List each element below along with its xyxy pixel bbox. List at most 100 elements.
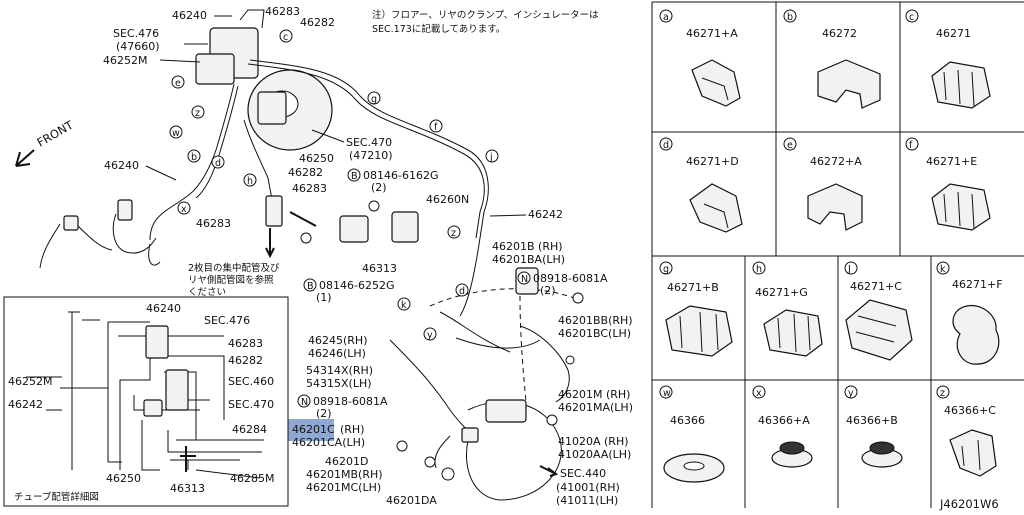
grid-letter-z: z bbox=[940, 388, 945, 399]
label-sec476: SEC.476 bbox=[113, 27, 159, 40]
grid-cell-k[interactable]: k 46271+F bbox=[936, 261, 1003, 365]
grid-cell-z[interactable]: z 46366+C bbox=[936, 385, 997, 477]
callout-b: b bbox=[191, 152, 197, 163]
detail-label-46250: 46250 bbox=[106, 472, 141, 485]
grid-cell-J[interactable]: J 46271+C bbox=[844, 261, 913, 361]
label-46201BC: 46201BC(LH) bbox=[558, 327, 631, 340]
callout-j: j bbox=[489, 152, 493, 163]
grid-cell-b[interactable]: b 46272 bbox=[783, 9, 881, 109]
detail-label-sec460: SEC.460 bbox=[228, 375, 274, 388]
label-41020A: 41020A (RH) bbox=[558, 435, 629, 448]
label-41020AA: 41020AA(LH) bbox=[558, 448, 631, 461]
grid-letter-g: g bbox=[663, 264, 669, 275]
label-bolt2: 08146-6252G bbox=[319, 279, 394, 292]
label-46201MA: 46201MA(LH) bbox=[558, 401, 633, 414]
label-41011: (41011(LH) bbox=[556, 494, 618, 507]
detail-label-46252M: 46252M bbox=[8, 375, 52, 388]
grid-part-g: 46271+B bbox=[667, 281, 719, 294]
grid-cell-g[interactable]: g 46271+B bbox=[659, 261, 733, 357]
grid-cell-h[interactable]: h 46271+G bbox=[752, 261, 823, 357]
detail-title: チューブ配管詳細図 bbox=[14, 491, 99, 503]
label-46283-low: 46283 bbox=[196, 217, 231, 230]
grid-cell-x[interactable]: x 46366+A bbox=[752, 385, 813, 468]
label-46201MC: 46201MC(LH) bbox=[306, 481, 381, 494]
label-46240-top: 46240 bbox=[172, 9, 207, 22]
callout-z: z bbox=[195, 108, 200, 119]
label-46201B: 46201B (RH) bbox=[492, 240, 563, 253]
diagram-code: J46201W6 bbox=[939, 497, 999, 511]
label-46283-mid: 46283 bbox=[292, 182, 327, 195]
callout-x: x bbox=[181, 204, 187, 215]
grid-part-w: 46366 bbox=[670, 414, 705, 427]
label-bolt1-qty: (2) bbox=[371, 181, 387, 194]
label-46201DA: 46201DA bbox=[386, 494, 437, 507]
detail-label-46284: 46284 bbox=[232, 423, 267, 436]
grid-part-d: 46271+D bbox=[686, 155, 739, 168]
grid-letter-k: k bbox=[940, 264, 946, 275]
grid-cell-e[interactable]: e 46272+A bbox=[783, 137, 863, 231]
grid-letter-x: x bbox=[756, 388, 762, 399]
callout-y: y bbox=[427, 330, 433, 341]
grid-cell-f[interactable]: f 46271+E bbox=[905, 137, 991, 231]
label-46242: 46242 bbox=[528, 208, 563, 221]
label-46245: 46245(RH) bbox=[308, 334, 368, 347]
callout-w: w bbox=[172, 128, 180, 139]
note-line-1: 注）フロアー、リヤのクランプ、インシュレーターは bbox=[372, 9, 599, 21]
grid-letter-b: b bbox=[787, 12, 793, 23]
label-46201BB: 46201BB(RH) bbox=[558, 314, 633, 327]
grid-letter-w: w bbox=[663, 388, 671, 399]
detail-label-46240: 46240 bbox=[146, 302, 181, 315]
booster-assembly bbox=[195, 9, 333, 151]
grid-part-f: 46271+E bbox=[926, 155, 977, 168]
label-46240-left: 46240 bbox=[104, 159, 139, 172]
main-labels: 46240 46283 46282 SEC.476 (47660) 46252M… bbox=[103, 5, 633, 507]
jp-note-2: リヤ側配管図を参照 bbox=[188, 274, 274, 286]
grid-part-J: 46271+C bbox=[850, 280, 902, 293]
grid-letter-d: d bbox=[663, 140, 669, 151]
label-46201BA: 46201BA(LH) bbox=[492, 253, 565, 266]
bolt2-marker: B bbox=[307, 281, 314, 292]
label-46246: 46246(LH) bbox=[308, 347, 366, 360]
grid-part-a: 46271+A bbox=[686, 27, 738, 40]
grid-cell-y[interactable]: y 46366+B bbox=[844, 385, 903, 468]
callout-e: e bbox=[175, 78, 181, 89]
grid-cell-w[interactable]: w 46366 bbox=[659, 385, 725, 483]
callout-f: f bbox=[434, 122, 438, 133]
label-nut2-qty: (2) bbox=[316, 407, 332, 420]
grid-part-x: 46366+A bbox=[758, 414, 810, 427]
grid-cell-a[interactable]: a 46271+A bbox=[659, 9, 741, 107]
front-arrow: FRONT bbox=[15, 117, 76, 167]
label-46201C-rh: (RH) bbox=[340, 423, 365, 436]
callout-z2: z bbox=[451, 228, 456, 239]
label-46313: 46313 bbox=[362, 262, 397, 275]
label-nut1-qty: (2) bbox=[540, 284, 556, 297]
label-46282-mid: 46282 bbox=[288, 166, 323, 179]
bolt1-marker: B bbox=[351, 171, 358, 182]
label-47660: (47660) bbox=[116, 40, 160, 53]
grid-letter-J: J bbox=[847, 264, 851, 275]
grid-part-z: 46366+C bbox=[944, 404, 996, 417]
detail-label-46285M: 46285M bbox=[230, 472, 274, 485]
detail-label-46242: 46242 bbox=[8, 398, 43, 411]
grid-part-k: 46271+F bbox=[952, 278, 1003, 291]
label-41001: (41001(RH) bbox=[556, 481, 620, 494]
grid-letter-y: y bbox=[848, 388, 854, 399]
nut2-marker: N bbox=[301, 397, 308, 408]
label-46201MB: 46201MB(RH) bbox=[306, 468, 383, 481]
label-sec470: SEC.470 bbox=[346, 136, 392, 149]
label-46201C[interactable]: 46201C bbox=[292, 423, 335, 436]
note-line-2: SEC.173に記載してあります。 bbox=[372, 23, 505, 35]
label-bolt2-qty: (1) bbox=[316, 291, 332, 304]
label-sec440: SEC.440 bbox=[560, 467, 606, 480]
detail-label-sec470: SEC.470 bbox=[228, 398, 274, 411]
grid-part-e: 46272+A bbox=[810, 155, 862, 168]
highlight-46201C bbox=[286, 419, 334, 441]
brackets bbox=[63, 195, 584, 481]
grid-cell-d[interactable]: d 46271+D bbox=[659, 137, 743, 233]
callout-k: k bbox=[401, 300, 407, 311]
grid-cell-c[interactable]: c 46271 bbox=[905, 9, 991, 109]
detail-label-46282: 46282 bbox=[228, 354, 263, 367]
callout-g: g bbox=[371, 94, 377, 105]
